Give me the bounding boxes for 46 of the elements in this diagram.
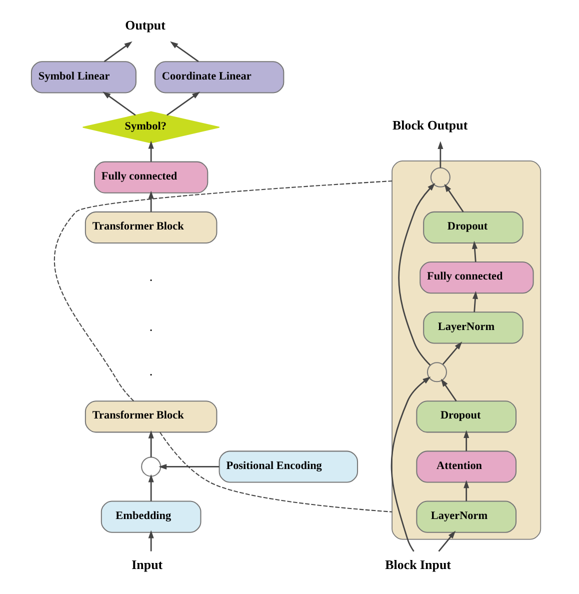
node-box: LayerNorm <box>423 312 524 344</box>
arrow <box>444 184 464 212</box>
connector <box>160 432 392 512</box>
arrow <box>148 430 154 458</box>
node-box: Fully connected <box>420 262 534 294</box>
arrow <box>438 530 456 552</box>
node-box: Fully connected <box>94 161 208 194</box>
node-box: Coordinate Linear <box>154 61 284 94</box>
node-box: Dropout <box>423 211 524 244</box>
node-text: Input <box>132 557 163 572</box>
label: . <box>149 270 154 284</box>
node-box: Positional Encoding <box>218 450 358 483</box>
arrow <box>472 291 478 312</box>
node-text: Output <box>125 17 166 32</box>
arrow <box>148 190 154 212</box>
arrow <box>464 430 470 452</box>
node-text: Block Input <box>385 557 451 572</box>
node-box: Embedding <box>100 500 202 533</box>
arrow <box>166 92 200 116</box>
arrow <box>104 41 132 62</box>
node-box: LayerNorm <box>416 500 517 533</box>
arrow <box>148 474 154 502</box>
label: . <box>149 364 154 378</box>
arrow <box>398 182 436 366</box>
arrow <box>472 240 478 262</box>
node-circle <box>430 167 450 188</box>
node-box: Dropout <box>416 400 517 433</box>
arrow <box>440 378 457 402</box>
arrow <box>442 342 462 365</box>
arrow <box>464 480 470 502</box>
arrow <box>170 41 199 62</box>
node-text: Block Output <box>392 117 468 132</box>
arrow <box>102 92 136 116</box>
node-circle <box>141 456 162 477</box>
arrow <box>148 140 154 162</box>
node-circle <box>426 362 447 382</box>
node-box: Transformer Block <box>84 211 218 244</box>
label: . <box>149 320 154 334</box>
arrow <box>158 464 220 470</box>
arrow <box>148 530 154 552</box>
node-diamond: Symbol? <box>82 111 220 144</box>
node-box: Symbol Linear <box>30 61 136 94</box>
node-box: Attention <box>416 450 517 483</box>
node-box: Transformer Block <box>84 400 218 433</box>
connector <box>54 180 392 402</box>
arrow <box>438 141 444 168</box>
